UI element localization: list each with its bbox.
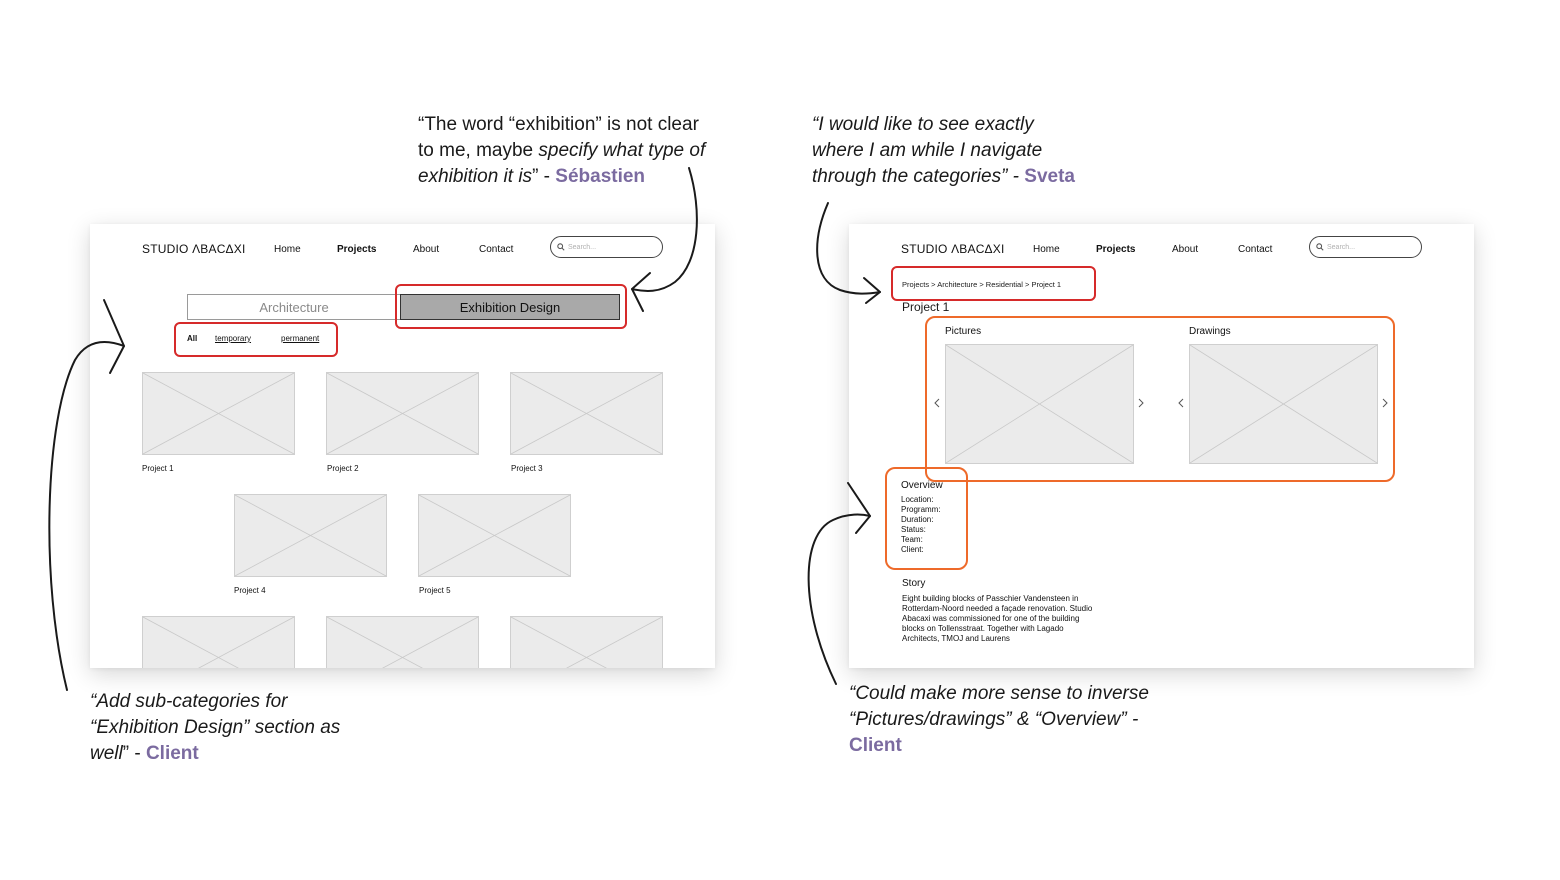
overview-field: Duration: — [901, 515, 934, 524]
nav-about[interactable]: About — [413, 244, 440, 255]
project-thumbnail[interactable] — [326, 372, 479, 455]
chevron-right-icon[interactable] — [1381, 398, 1389, 408]
nav-home[interactable]: Home — [274, 244, 301, 255]
logo[interactable]: STUDIO ΛBACΔXI — [142, 242, 246, 256]
highlight-subcategories — [174, 322, 338, 357]
note-text: “Pictures/drawings” & “Overview” - — [849, 709, 1139, 730]
project-thumbnail[interactable] — [142, 616, 295, 668]
nav-contact[interactable]: Contact — [479, 244, 514, 255]
project-caption[interactable]: Project 4 — [234, 586, 266, 595]
tab-exhibition-design[interactable]: Exhibition Design — [400, 294, 620, 320]
search-input[interactable]: Search... — [1309, 236, 1422, 258]
nav-contact[interactable]: Contact — [1238, 244, 1273, 255]
overview-title: Overview — [901, 480, 943, 491]
note-author: Sébastien — [555, 166, 646, 187]
search-icon — [557, 243, 565, 251]
nav-projects[interactable]: Projects — [337, 244, 377, 255]
nav-projects[interactable]: Projects — [1096, 244, 1136, 255]
search-input[interactable]: Search... — [550, 236, 663, 258]
search-placeholder: Search... — [1327, 243, 1356, 251]
chevron-right-icon[interactable] — [1137, 398, 1145, 408]
highlight-overview — [885, 467, 968, 570]
project-thumbnail[interactable] — [142, 372, 295, 455]
note-author: Client — [849, 735, 902, 756]
drawings-label: Drawings — [1189, 326, 1231, 337]
note-text: “The word “exhibition” is not clear — [418, 114, 699, 135]
breadcrumb[interactable]: Projects > Architecture > Residential > … — [902, 280, 1062, 289]
note-sebastien: “The word “exhibition” is not clear to m… — [418, 112, 758, 190]
logo[interactable]: STUDIO ΛBACΔXI — [901, 242, 1005, 256]
chevron-left-icon[interactable] — [933, 398, 941, 408]
nav-about[interactable]: About — [1172, 244, 1199, 255]
project-thumbnail[interactable] — [418, 494, 571, 577]
project-caption[interactable]: Project 1 — [142, 464, 174, 473]
note-text: specify what type of — [538, 140, 706, 161]
note-text: well — [90, 743, 123, 764]
story-line: Architects, TMOJ and Laurens — [902, 634, 1010, 643]
nav-home[interactable]: Home — [1033, 244, 1060, 255]
note-text: exhibition it is — [418, 166, 533, 187]
project-thumbnail[interactable] — [326, 616, 479, 668]
note-text: ” - — [122, 743, 146, 764]
search-icon — [1316, 243, 1324, 251]
project-thumbnail[interactable] — [234, 494, 387, 577]
project-thumbnail[interactable] — [510, 372, 663, 455]
story-text: Eight building blocks of Passchier Vande… — [902, 594, 1092, 644]
story-line: Abacaxi was commissioned for one of the … — [902, 614, 1080, 623]
project-caption[interactable]: Project 5 — [419, 586, 451, 595]
subcategory-permanent[interactable]: permanent — [281, 334, 320, 343]
subcategory-all[interactable]: All — [187, 334, 198, 343]
note-client-subcategories: “Add sub-categories for “Exhibition Desi… — [90, 689, 410, 767]
note-sveta: “I would like to see exactly where I am … — [812, 112, 1132, 190]
page-title: Project 1 — [902, 300, 950, 314]
note-text: “Could make more sense to inverse — [849, 683, 1149, 704]
chevron-left-icon[interactable] — [1177, 398, 1185, 408]
subcategory-temporary[interactable]: temporary — [215, 334, 252, 343]
project-caption[interactable]: Project 3 — [511, 464, 543, 473]
overview-field: Programm: — [901, 505, 941, 514]
note-text: ” - — [532, 166, 556, 187]
drawings-carousel-image[interactable] — [1189, 344, 1378, 464]
wireframe-project-detail: STUDIO ΛBACΔXI Home Projects About Conta… — [849, 224, 1474, 668]
pictures-label: Pictures — [945, 326, 982, 337]
note-text: to me, maybe — [418, 140, 539, 161]
project-caption[interactable]: Project 2 — [327, 464, 359, 473]
story-line: Eight building blocks of Passchier Vande… — [902, 594, 1079, 603]
story-line: blocks on Tollensstraat. Together with L… — [902, 624, 1064, 633]
note-client-inverse: “Could make more sense to inverse “Pictu… — [849, 681, 1209, 759]
note-author: Client — [145, 743, 199, 764]
highlight-media — [925, 316, 1395, 482]
story-title: Story — [902, 578, 926, 589]
highlight-breadcrumb — [891, 266, 1096, 301]
story-line: Rotterdam-Noord needed a façade renovati… — [902, 604, 1093, 613]
overview-fields: Location: Programm: Duration: Status: Te… — [901, 495, 941, 555]
tab-architecture[interactable]: Architecture — [187, 294, 401, 320]
note-text: where I am while I navigate — [812, 140, 1043, 161]
note-author: Sveta — [1024, 166, 1075, 187]
pictures-carousel-image[interactable] — [945, 344, 1134, 464]
overview-field: Team: — [901, 535, 923, 544]
highlight-tabs — [395, 284, 627, 329]
note-text: “I would like to see exactly — [812, 114, 1034, 135]
note-text: “Add sub-categories for — [90, 691, 288, 712]
note-text: through the categories” - — [812, 166, 1025, 187]
search-placeholder: Search... — [568, 243, 597, 251]
overview-field: Status: — [901, 525, 926, 534]
project-thumbnail[interactable] — [510, 616, 663, 668]
overview-field: Client: — [901, 545, 924, 554]
overview-field: Location: — [901, 495, 934, 504]
note-text: “Exhibition Design” section as — [90, 717, 341, 738]
wireframe-projects-overview: STUDIO ΛBACΔXI Home Projects About Conta… — [90, 224, 715, 668]
